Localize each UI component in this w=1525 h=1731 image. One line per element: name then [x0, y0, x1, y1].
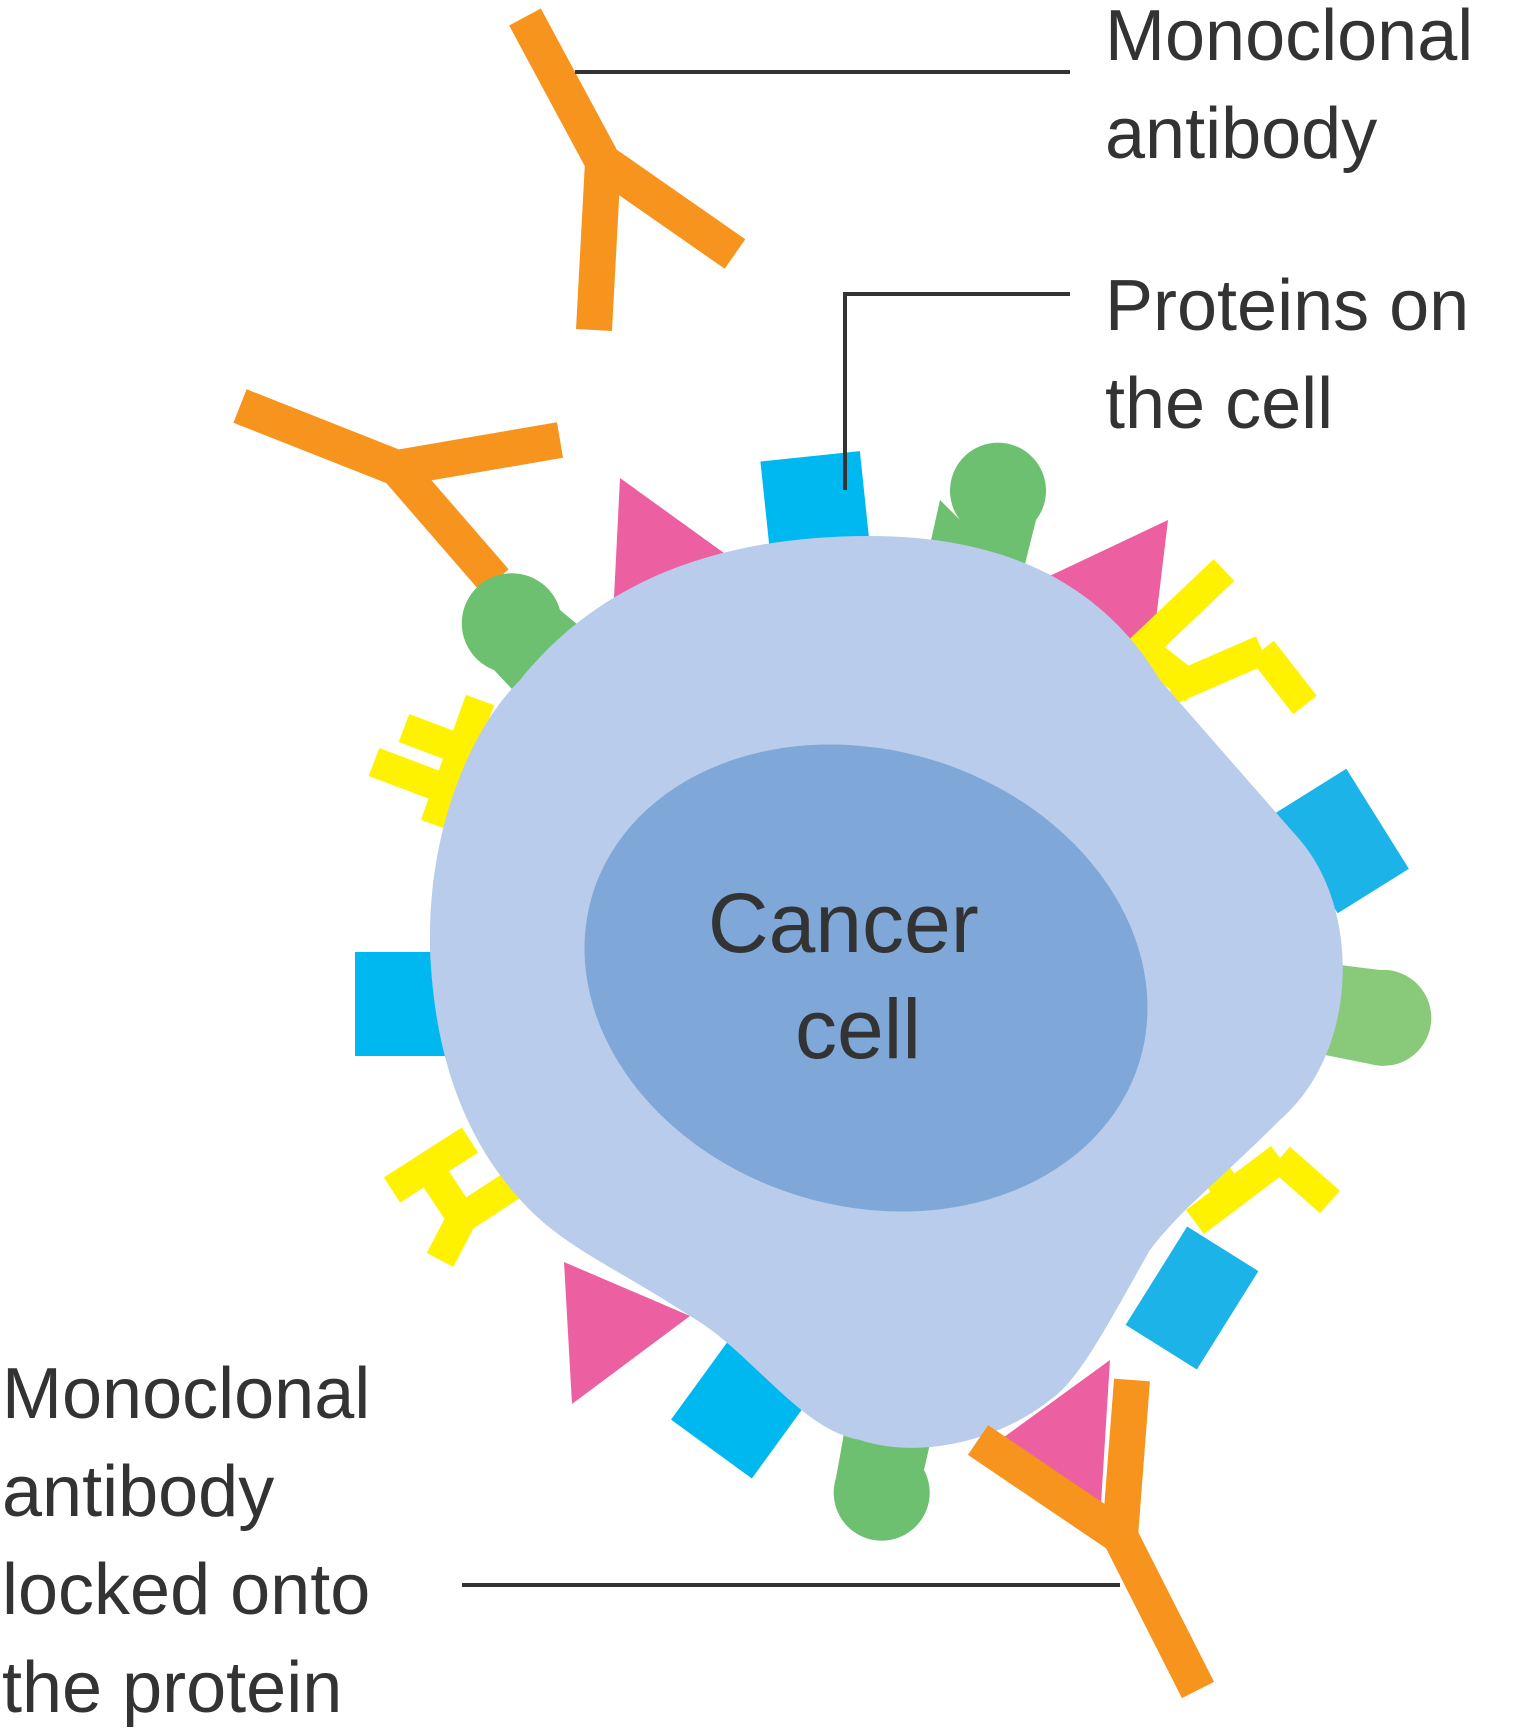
protein-triangle [564, 1262, 690, 1404]
protein-receptor [383, 1127, 523, 1267]
free-antibody-top [509, 8, 746, 331]
free-antibody-left [233, 389, 564, 593]
cell-label: Cancer cell [708, 876, 1002, 1076]
callout-free-antibody: Monoclonal antibody [1105, 0, 1493, 174]
leader-proteins [843, 292, 1070, 490]
bound-antibody [967, 1378, 1215, 1699]
protein-square [1275, 768, 1409, 914]
nucleus [584, 744, 1148, 1212]
callout-bound-antibody: Monoclonal antibody locked onto the prot… [2, 1354, 390, 1728]
protein-triangle [1000, 1360, 1110, 1520]
callout-proteins: Proteins on the cell [1105, 266, 1489, 444]
protein-receptor [1119, 559, 1317, 715]
protein-square [1125, 1226, 1259, 1370]
protein-receptor [368, 694, 495, 831]
